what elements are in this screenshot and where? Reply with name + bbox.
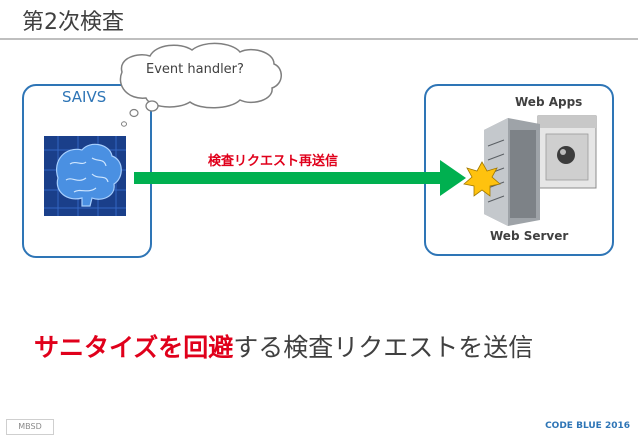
web-server-label: Web Server <box>490 229 569 243</box>
summary-text: サニタイズを回避する検査リクエストを送信 <box>34 328 533 364</box>
web-server-icon <box>484 118 540 226</box>
summary-highlight: サニタイズを回避 <box>34 333 234 362</box>
resend-arrow <box>134 160 466 196</box>
star-burst-icon <box>463 161 501 197</box>
arrow-label: 検査リクエスト再送信 <box>208 154 339 169</box>
web-app-window-icon <box>537 115 597 189</box>
title-divider <box>0 38 638 40</box>
summary-rest: する検査リクエストを送信 <box>233 333 534 362</box>
slide-title: 第2次検査 <box>22 10 124 35</box>
web-apps-label: Web Apps <box>515 95 583 109</box>
thought-bubble-text: Event handler? <box>146 62 244 77</box>
saivs-label: SAIVS <box>62 88 107 106</box>
brain-icon <box>44 136 126 216</box>
footer-event-name: CODE BLUE 2016 <box>545 421 630 431</box>
thought-bubble <box>119 42 282 127</box>
footer-logo: MBSD <box>6 419 54 435</box>
